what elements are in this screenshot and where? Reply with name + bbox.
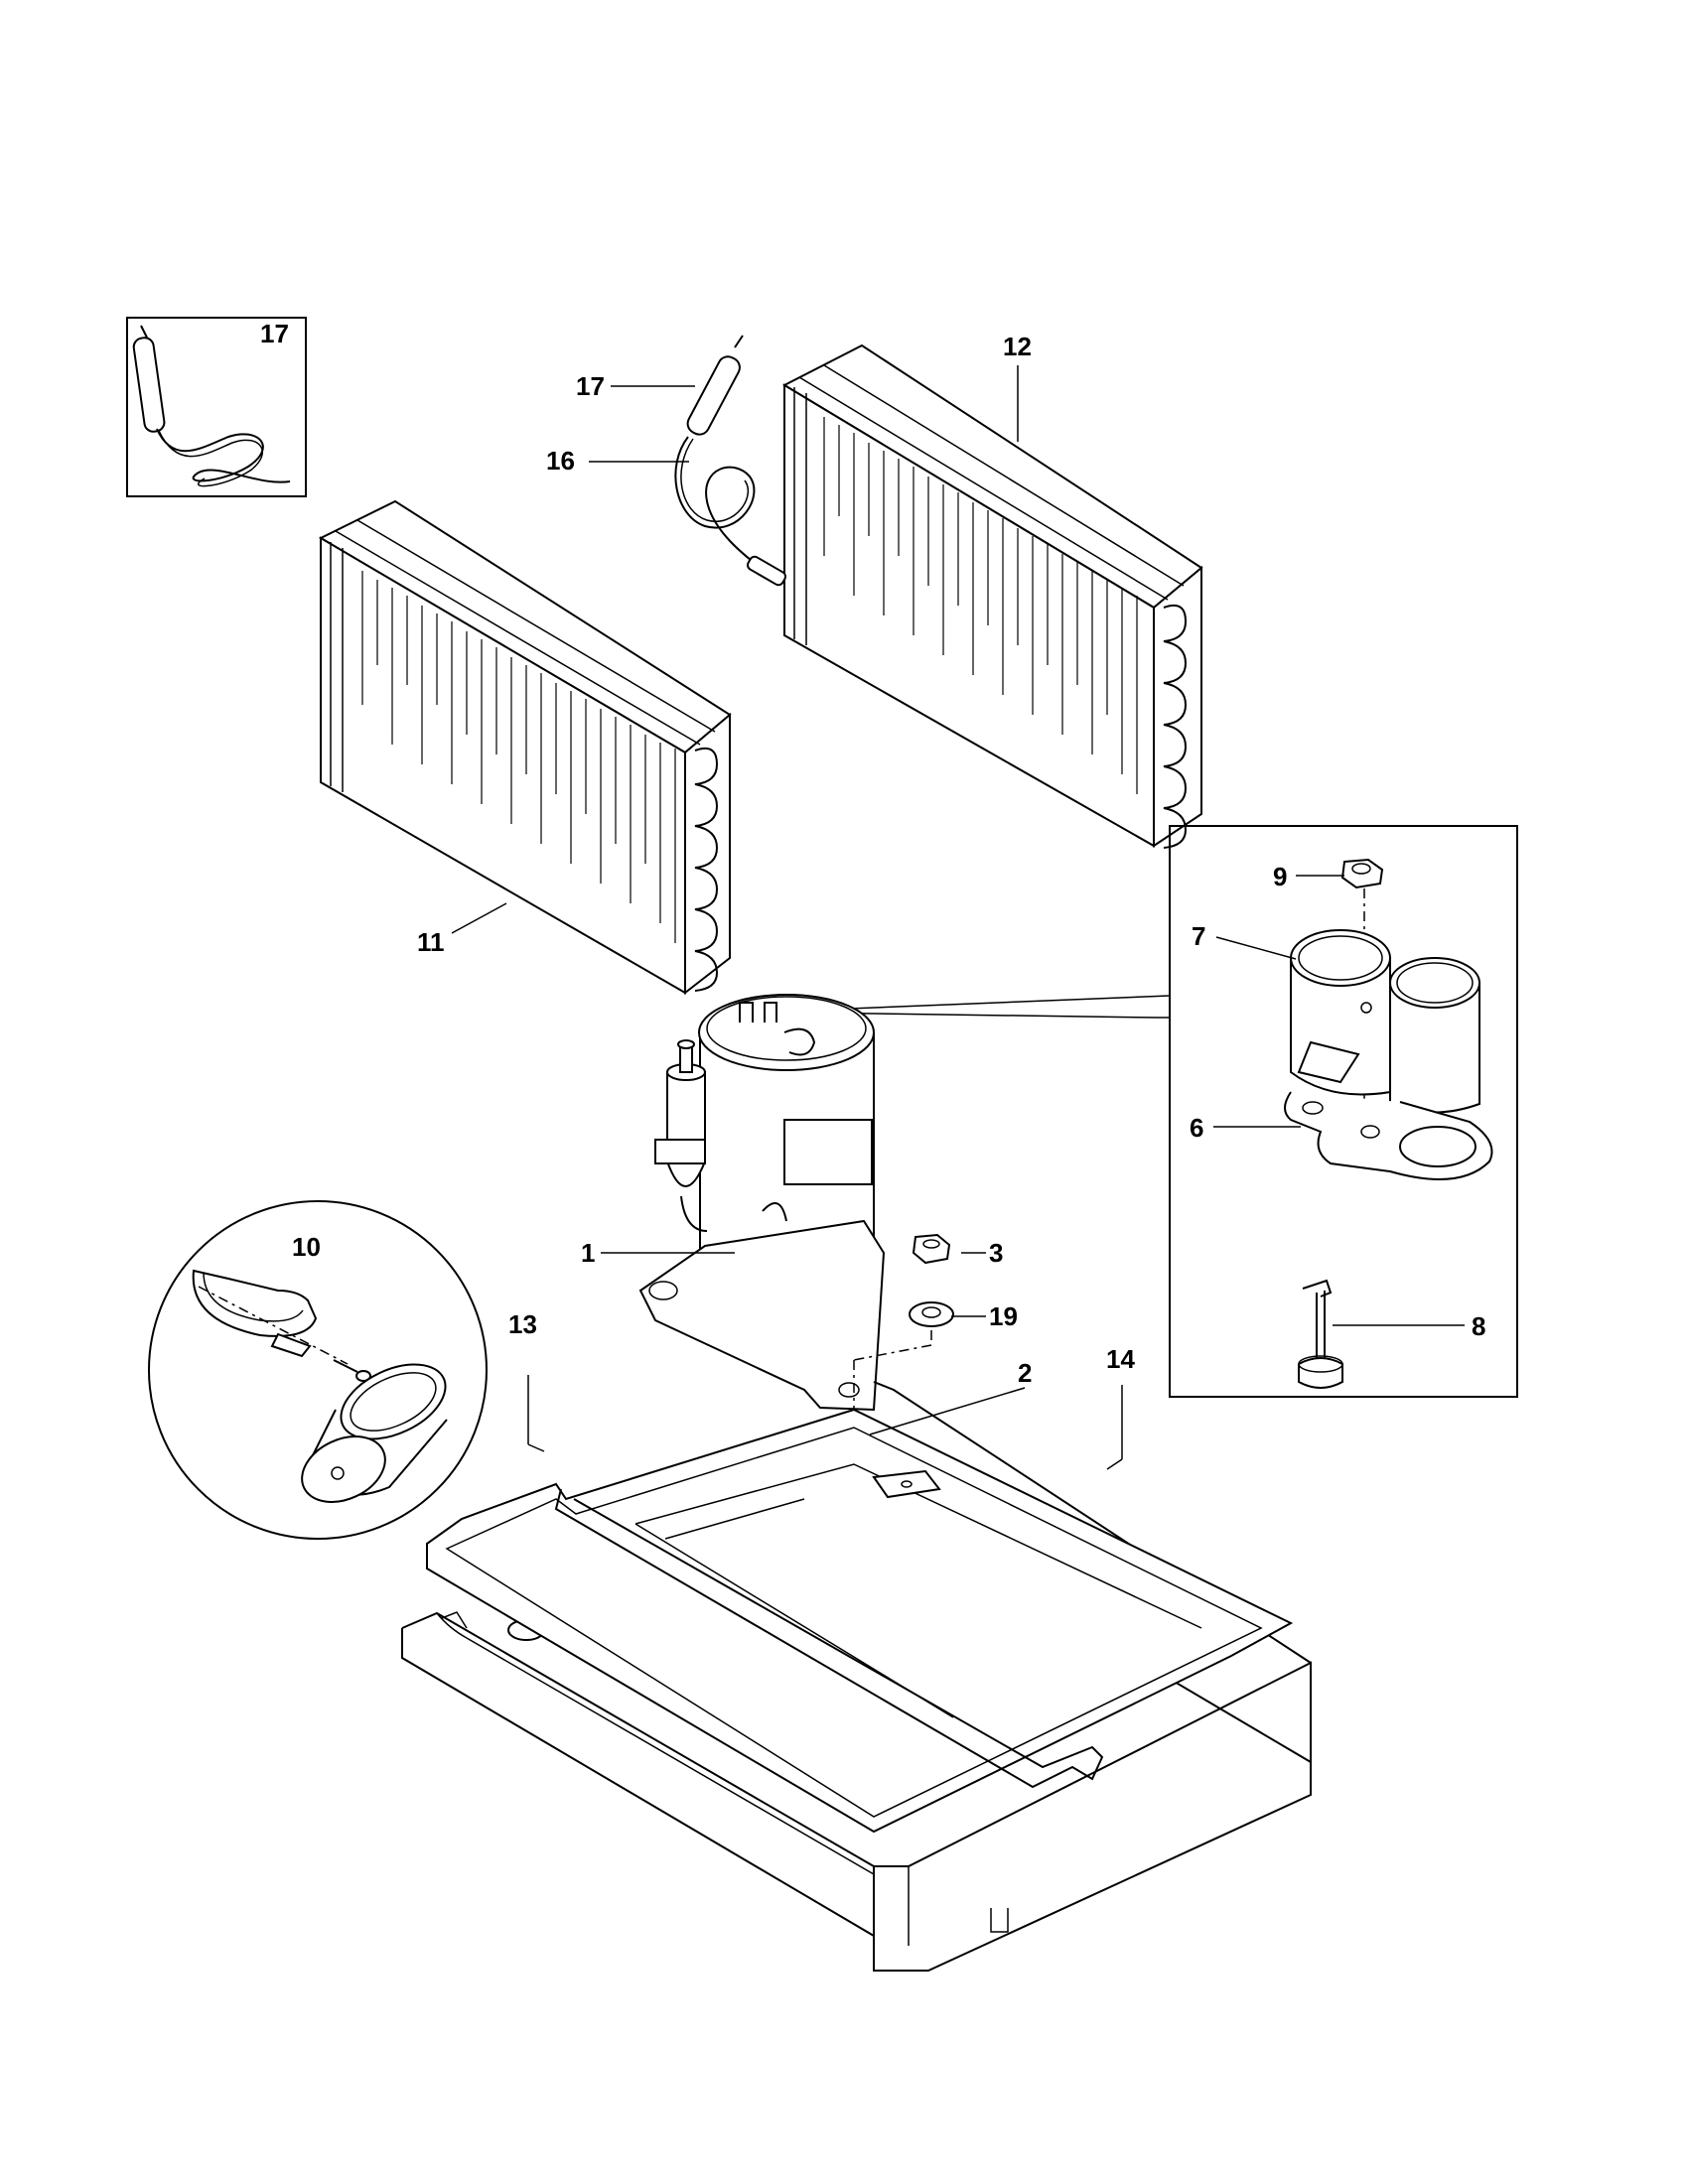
coil-hairpins-12 [1163,604,1188,849]
thermistor-sensor-17 [686,335,744,436]
detail-circle-capacitor-clamp [148,1200,488,1540]
screw-10 [333,1359,371,1382]
callout-1: 1 [581,1238,595,1268]
evaporator-coil-11 [318,499,732,996]
capacitor-clamp-10 [192,1269,349,1365]
callout-7: 7 [1192,921,1205,951]
leader-lines [451,365,1465,1470]
callout-11: 11 [417,927,445,957]
nut-9 [1340,858,1384,889]
thermistor-sensor-inset [132,325,291,487]
bracket-6 [1284,1091,1493,1180]
coil-fin-hatching-11 [361,571,676,943]
callout-3: 3 [989,1238,1003,1268]
drain-tray-13 [426,1408,1294,1834]
callout-14: 14 [1106,1344,1135,1374]
coil-fin-hatching-12 [823,417,1138,794]
callout-2: 2 [1018,1358,1032,1388]
callout-labels: 1 2 3 6 7 8 9 10 11 12 13 14 16 17 17 19 [260,319,1485,1388]
callout-8: 8 [1472,1311,1485,1341]
capacitor-10 [301,1363,448,1503]
detail-box-compressor-top [798,825,1518,1398]
condenser-coil-12 [781,343,1203,849]
callout-19: 19 [989,1301,1018,1331]
nut-3 [912,1233,951,1265]
callout-9: 9 [1273,862,1287,891]
callout-10: 10 [292,1232,321,1262]
inset-box-thermistor [126,317,307,497]
compressor-1 [638,994,886,1412]
callout-13: 13 [508,1309,537,1339]
callout-16: 16 [546,446,575,476]
washer-19 [909,1301,954,1327]
clip-8 [1298,1279,1343,1389]
callout-6: 6 [1190,1113,1203,1143]
callout-12: 12 [1003,332,1032,361]
capacitor-body-7 [1290,929,1480,1114]
sensor-wire-16 [674,436,786,587]
callout-17-inset: 17 [260,319,289,348]
coil-hairpins-11 [694,747,719,992]
callout-17: 17 [576,371,605,401]
